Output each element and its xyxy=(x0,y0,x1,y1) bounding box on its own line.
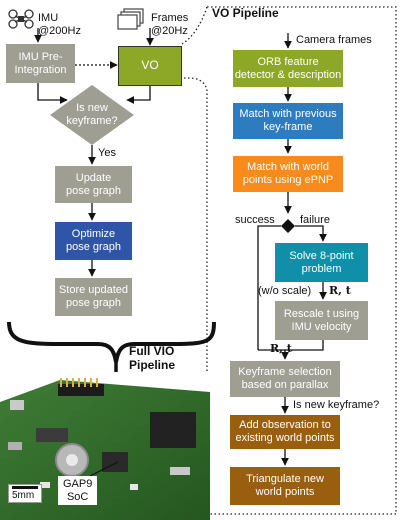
yes-label: Yes xyxy=(98,147,116,159)
vo-box: VO xyxy=(118,46,182,86)
drone-icon xyxy=(8,9,34,29)
success-label: success xyxy=(235,214,275,226)
solve-8-point-box: Solve 8-point problem xyxy=(275,243,368,282)
store-pose-graph-box: Store updated pose graph xyxy=(55,278,132,316)
rt-label-1: R, t xyxy=(329,284,351,297)
frames-sensor-label: Frames @20Hz xyxy=(151,12,189,37)
vo-callout-curve xyxy=(179,6,208,46)
is-new-keyframe-question: Is new keyframe? xyxy=(293,399,380,411)
triangulate-box: Triangulate new world points xyxy=(230,467,340,505)
imu-sensor-label: IMU @200Hz xyxy=(38,12,81,37)
soc-label-box: GAP9 SoC xyxy=(58,476,98,506)
rt-label-2: R, t xyxy=(270,342,292,355)
full-vio-pipeline-label: Full VIO Pipeline xyxy=(129,344,176,372)
camera-frames-label: Camera frames xyxy=(296,34,372,46)
match-world-points-box: Match with world points using ePNP xyxy=(233,156,343,192)
is-new-keyframe-diamond: Is new keyframe? xyxy=(50,85,134,145)
pipeline-brace xyxy=(7,321,216,363)
success-failure-diamond xyxy=(281,219,295,233)
add-observation-box: Add observation to existing world points xyxy=(230,415,340,449)
update-pose-graph-box: Update pose graph xyxy=(55,166,132,203)
is-new-keyframe-label: Is new keyframe? xyxy=(66,102,118,127)
scale-bar-label: 5mm xyxy=(12,490,35,501)
match-previous-keyframe-box: Match with previous key-frame xyxy=(233,103,343,139)
scale-bar: 5mm xyxy=(8,484,42,503)
vo-pipeline-title: VO Pipeline xyxy=(212,6,279,20)
image-stack-icon xyxy=(117,8,144,30)
failure-label: failure xyxy=(300,214,330,226)
gap9-board-photo: 5mm GAP9 SoC xyxy=(0,372,210,520)
orb-feature-box: ORB feature detector & description xyxy=(233,50,343,87)
imu-preintegration-box: IMU Pre- Integration xyxy=(6,44,75,83)
wo-scale-label: (w/o scale) xyxy=(258,285,312,297)
chip-icon xyxy=(102,452,128,472)
keyframe-selection-box: Keyframe selection based on parallax xyxy=(230,361,340,397)
optimize-pose-graph-box: Optimize pose graph xyxy=(55,222,132,260)
rescale-box: Rescale t using IMU velocity xyxy=(275,301,368,340)
